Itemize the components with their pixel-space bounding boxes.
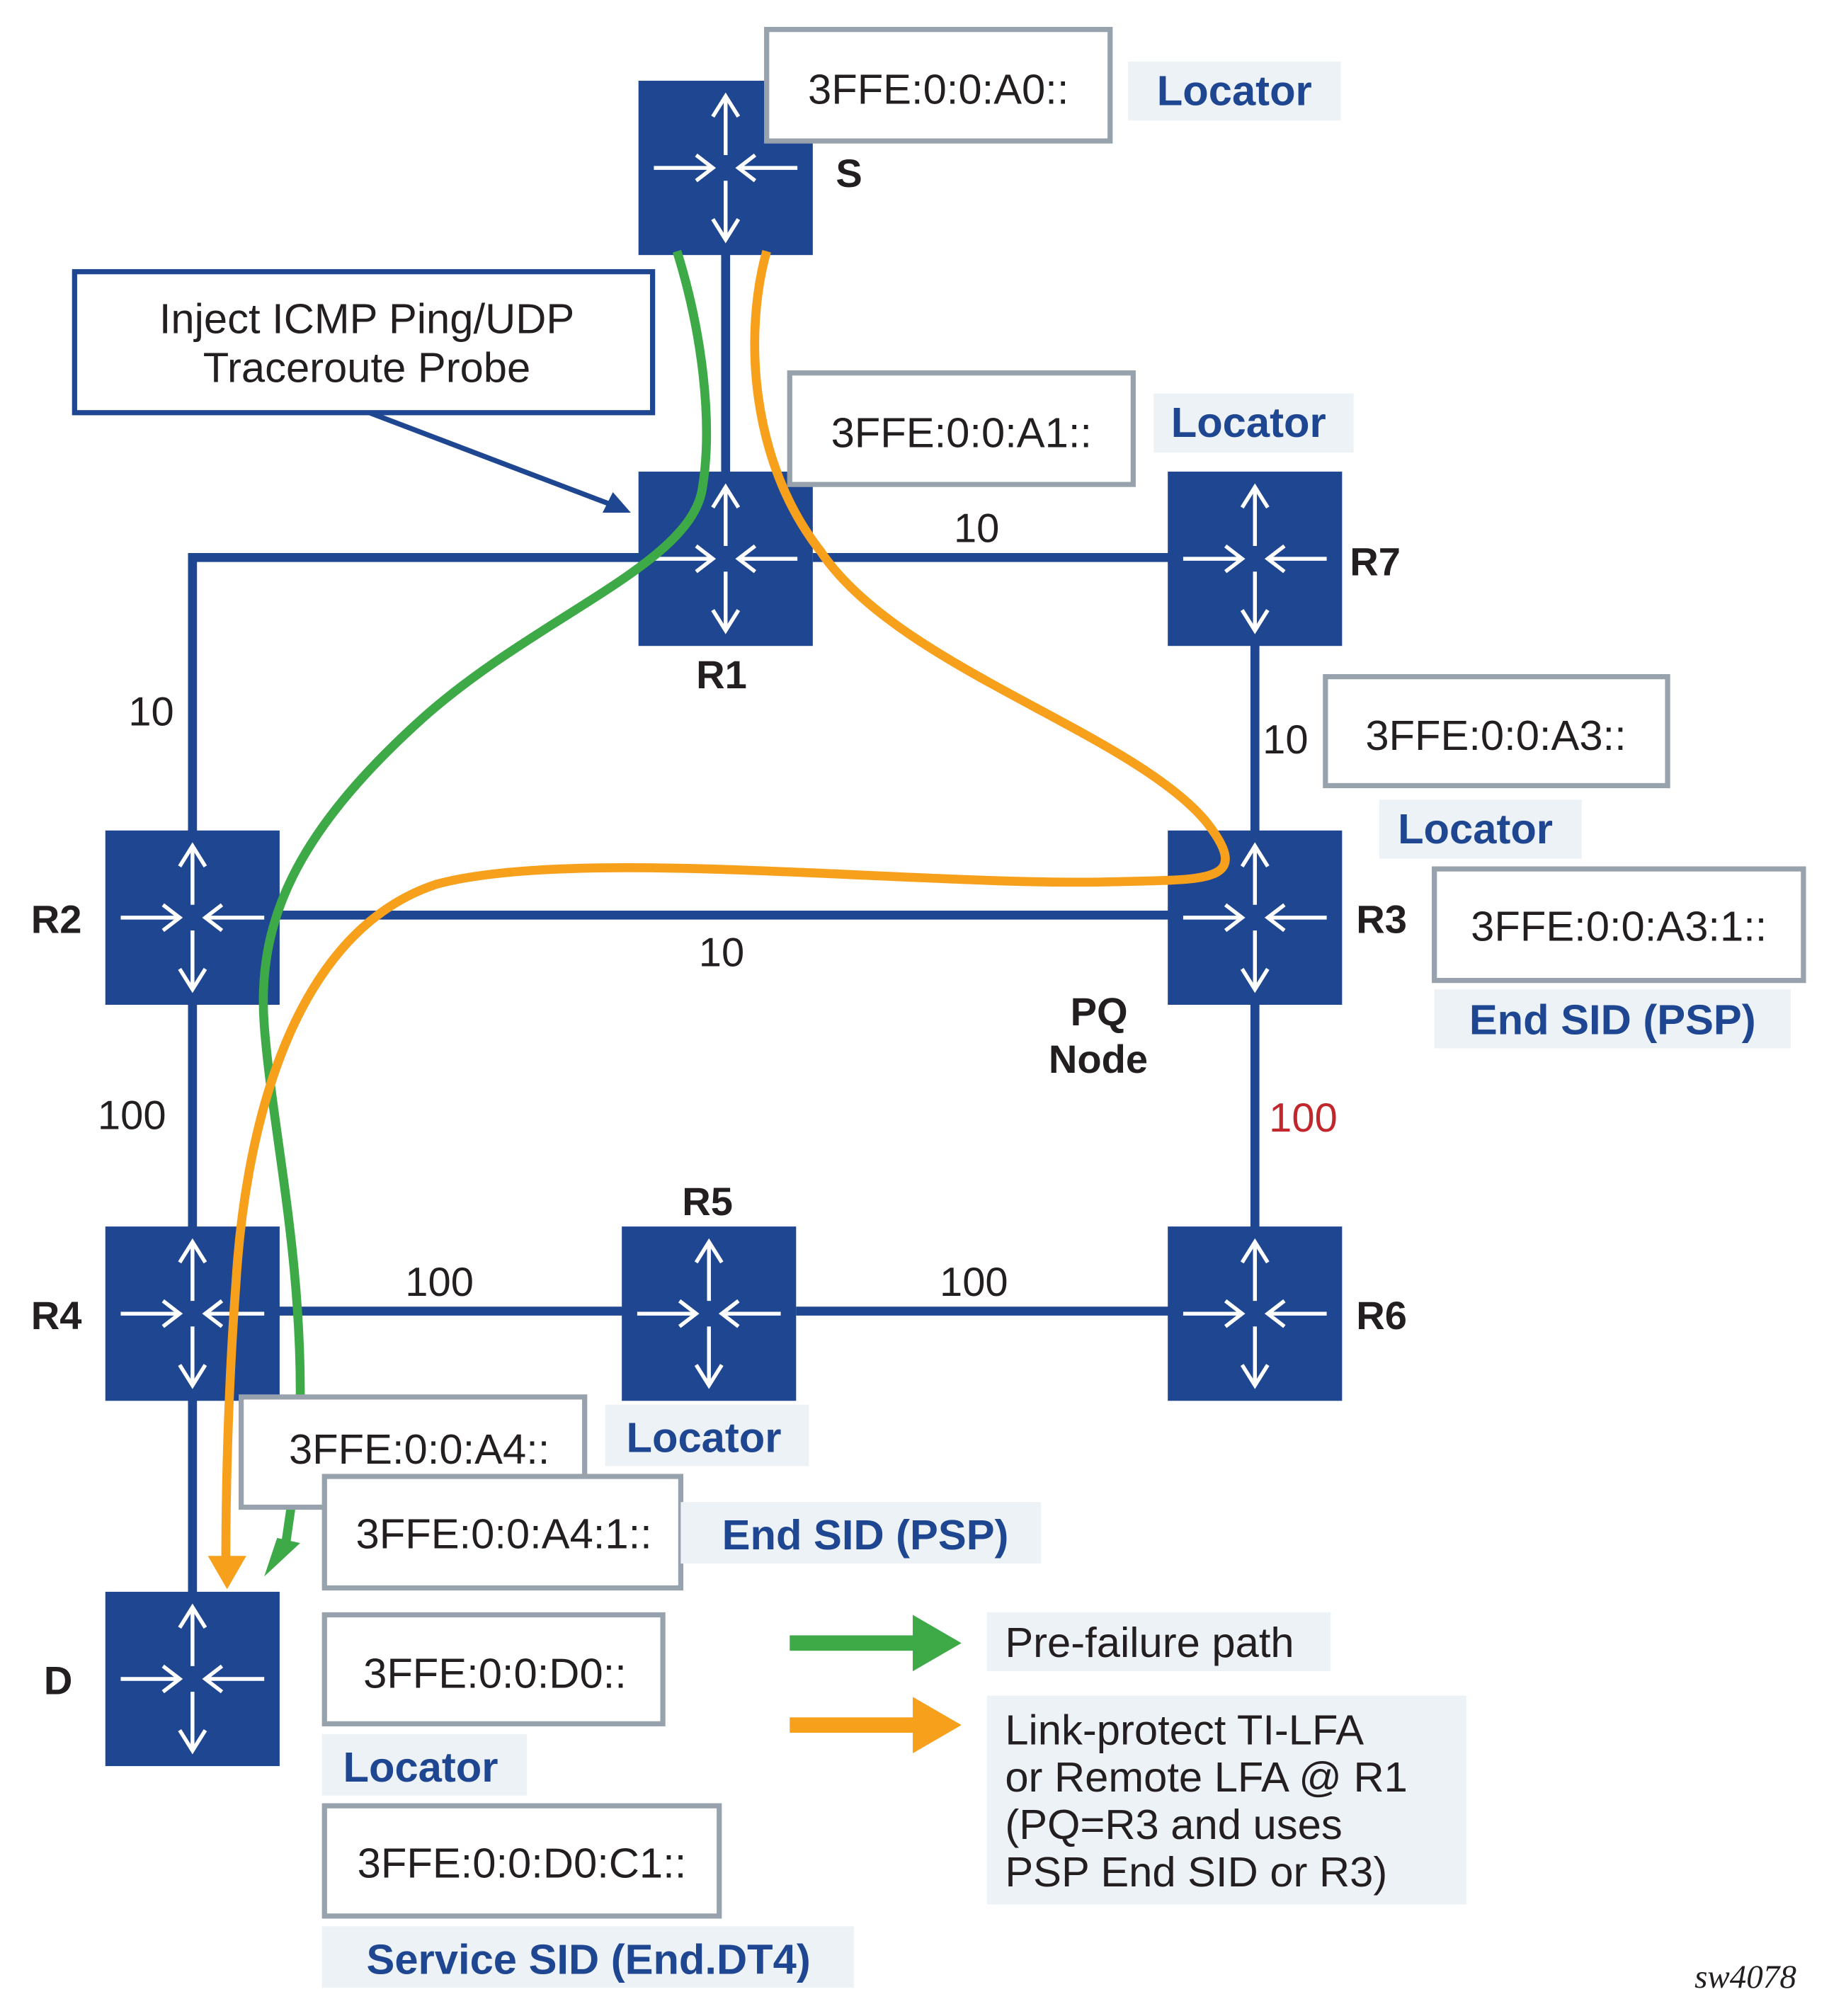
legend-protect-line-2: or Remote LFA @ R1 <box>1005 1753 1407 1801</box>
metric-r4-r5: 100 <box>405 1260 474 1305</box>
node-label-r7: R7 <box>1350 540 1401 584</box>
metric-r5-r6: 100 <box>940 1260 1008 1305</box>
metric-r1-r7: 10 <box>954 506 999 552</box>
r3-locator-tag: Locator <box>1398 805 1553 853</box>
green-arrow-icon <box>913 1614 962 1672</box>
r4-locator-tag: Locator <box>627 1414 782 1462</box>
legend-pre-failure: Pre-failure path <box>790 1612 1331 1672</box>
protect-path <box>221 250 1230 1564</box>
figure-reference: sw4078 <box>1694 1959 1796 1995</box>
legend-protect: Link-protect TI-LFA or Remote LFA @ R1 (… <box>790 1695 1466 1905</box>
router-r7[interactable] <box>1168 472 1342 646</box>
node-label-d: D <box>44 1658 73 1703</box>
pre-failure-arrowhead <box>264 1537 300 1577</box>
s-locator: 3FFE:0:0:A0:: Locator <box>764 27 1341 144</box>
node-label-s: S <box>836 151 862 195</box>
r3-end-sid: 3FFE:0:0:A3:1:: End SID (PSP) <box>1432 866 1806 1049</box>
protect-arrowhead <box>207 1556 246 1590</box>
pre-failure-path <box>258 249 712 1551</box>
d-service-sid-tag: Service SID (End.DT4) <box>366 1935 810 1983</box>
router-r2[interactable] <box>106 831 280 1005</box>
d-service-sid-address: 3FFE:0:0:D0:C1:: <box>358 1840 687 1887</box>
pq-node-label-1: PQ <box>1071 989 1128 1034</box>
node-label-r4: R4 <box>31 1293 82 1338</box>
router-d[interactable] <box>106 1592 280 1766</box>
r4-end-sid-address: 3FFE:0:0:A4:1:: <box>356 1510 652 1557</box>
legend-protect-line-1: Link-protect TI-LFA <box>1005 1706 1364 1753</box>
legend-protect-line-3: (PQ=R3 and uses <box>1005 1801 1342 1848</box>
probe-callout: Inject ICMP Ping/UDP Traceroute Probe <box>72 269 656 416</box>
router-r3[interactable] <box>1168 831 1342 1005</box>
router-r6[interactable] <box>1168 1226 1342 1401</box>
legend: Pre-failure path Link-protect TI-LFA or … <box>790 1612 1466 1905</box>
s-locator-tag: Locator <box>1157 67 1312 114</box>
r1-locator-address: 3FFE:0:0:A1:: <box>831 409 1092 457</box>
s-locator-address: 3FFE:0:0:A0:: <box>808 66 1069 113</box>
d-service-sid: 3FFE:0:0:D0:C1:: Service SID (End.DT4) <box>321 1803 854 1988</box>
router-r4[interactable] <box>106 1226 280 1401</box>
metric-r2-r4: 100 <box>98 1093 166 1139</box>
d-locator-address: 3FFE:0:0:D0:: <box>363 1650 627 1697</box>
metric-r2-r3: 10 <box>699 930 744 976</box>
r3-locator: 3FFE:0:0:A3:: Locator <box>1323 674 1670 859</box>
r4-end-sid: 3FFE:0:0:A4:1:: End SID (PSP) <box>321 1474 1042 1591</box>
legend-pre-failure-label: Pre-failure path <box>1005 1619 1294 1666</box>
link-r1-r2 <box>188 552 642 833</box>
node-label-r2: R2 <box>31 897 82 942</box>
callout-line-2: Traceroute Probe <box>203 343 531 391</box>
node-label-r6: R6 <box>1356 1293 1407 1338</box>
callout-arrow <box>368 410 631 513</box>
r3-end-sid-tag: End SID (PSP) <box>1469 996 1756 1044</box>
metric-r1-r2: 10 <box>128 689 173 734</box>
metric-r3-r6: 100 <box>1269 1095 1338 1141</box>
r3-end-sid-address: 3FFE:0:0:A3:1:: <box>1471 902 1767 950</box>
node-label-r3: R3 <box>1356 897 1407 942</box>
r4-locator-address: 3FFE:0:0:A4:: <box>289 1425 549 1473</box>
r4-end-sid-tag: End SID (PSP) <box>722 1511 1009 1559</box>
r1-locator-tag: Locator <box>1171 399 1326 446</box>
pq-node-label-2: Node <box>1049 1037 1148 1081</box>
callout-line-1: Inject ICMP Ping/UDP <box>159 295 574 343</box>
r3-locator-address: 3FFE:0:0:A3:: <box>1365 712 1626 759</box>
links <box>188 251 1260 1593</box>
r1-locator: 3FFE:0:0:A1:: Locator <box>787 370 1354 487</box>
node-label-r1: R1 <box>696 652 747 697</box>
router-r5[interactable] <box>622 1226 796 1401</box>
node-label-r5: R5 <box>682 1179 733 1224</box>
d-locator-tag: Locator <box>343 1743 498 1791</box>
metric-r7-r3: 10 <box>1263 717 1308 763</box>
legend-protect-line-4: PSP End SID or R3) <box>1005 1848 1387 1896</box>
orange-arrow-icon <box>913 1697 962 1753</box>
d-locator: 3FFE:0:0:D0:: Locator <box>321 1612 666 1796</box>
